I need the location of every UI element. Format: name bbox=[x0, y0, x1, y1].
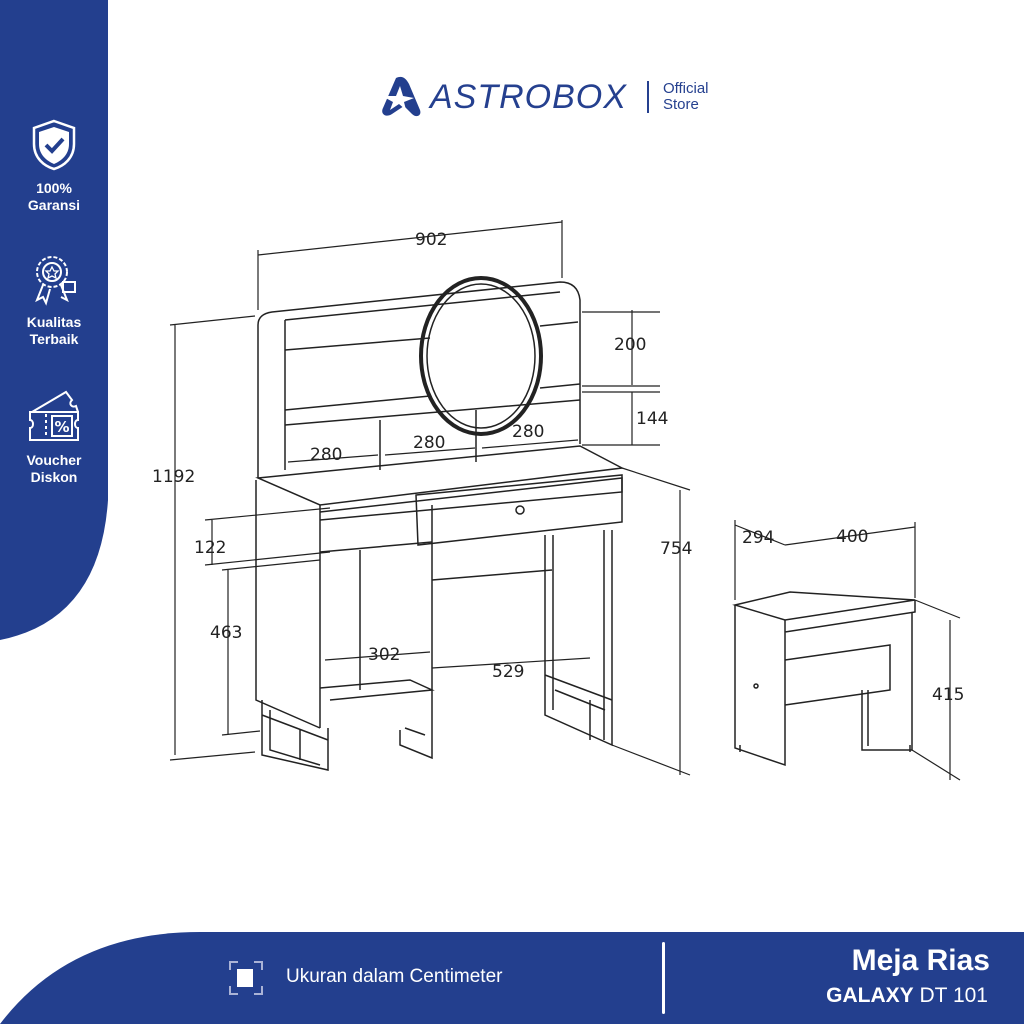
brand-name: ASTROBOX bbox=[430, 77, 627, 116]
product-model: GALAXY DT 101 bbox=[826, 984, 988, 1007]
feature-warranty: 100%Garansi bbox=[0, 118, 108, 214]
footer-bar bbox=[0, 932, 1024, 1024]
dimension-lines bbox=[169, 220, 961, 781]
dim-compartment-2-label: 280 bbox=[413, 433, 445, 453]
unit-note: Ukuran dalam Centimeter bbox=[286, 966, 503, 987]
dim-cabinet-width-label: 302 bbox=[368, 645, 400, 665]
voucher-ticket-icon: % bbox=[29, 390, 79, 441]
footer-divider bbox=[662, 942, 665, 1014]
astrobox-logo-icon bbox=[382, 76, 421, 117]
svg-text:%: % bbox=[54, 418, 69, 436]
stool bbox=[732, 591, 916, 767]
vanity-desk bbox=[255, 276, 625, 771]
sidebar-panel bbox=[0, 0, 108, 640]
measure-frame-icon bbox=[229, 961, 263, 995]
dim-stool-depth-label: 294 bbox=[742, 528, 774, 548]
dim-stool-height-label: 415 bbox=[932, 685, 964, 705]
dim-leg-width-label: 529 bbox=[492, 662, 524, 682]
shield-check-icon bbox=[32, 119, 76, 171]
dim-width-label: 902 bbox=[415, 230, 447, 250]
award-badge-icon bbox=[35, 256, 76, 306]
dim-desk-height-label: 754 bbox=[660, 539, 692, 559]
product-title: Meja Rias bbox=[851, 944, 990, 977]
dim-cabinet-height-label: 463 bbox=[210, 623, 242, 643]
dim-stool-width-label: 400 bbox=[836, 527, 868, 547]
dim-total-height-label: 1192 bbox=[152, 467, 195, 487]
dim-compartment-1-label: 280 bbox=[310, 445, 342, 465]
dim-shelf-height-label: 200 bbox=[614, 335, 646, 355]
dim-compartment-3-label: 280 bbox=[512, 422, 544, 442]
dim-drawer-height-label: 122 bbox=[194, 538, 226, 558]
logo-divider bbox=[646, 81, 649, 113]
dim-gap-height-label: 144 bbox=[636, 409, 668, 429]
